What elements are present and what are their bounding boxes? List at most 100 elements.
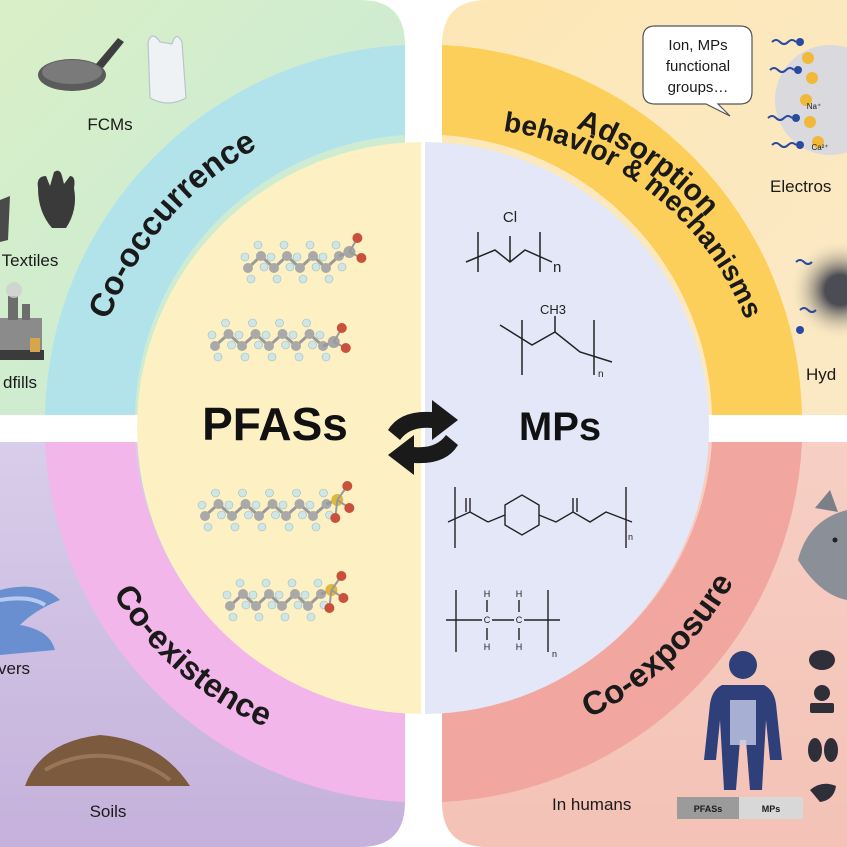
fluorine-atom <box>275 318 284 328</box>
carbon-atom <box>304 329 315 339</box>
fluorine-atom <box>261 578 271 588</box>
fluorine-atom <box>311 262 321 272</box>
carbon-atom <box>295 263 305 273</box>
electrostatic-particle-icon <box>767 38 847 155</box>
fluorine-atom <box>265 488 274 498</box>
carbon-atom <box>223 329 234 339</box>
human-body-icon <box>704 651 782 790</box>
pe-h-label: H <box>516 589 523 599</box>
fluorine-atom <box>331 240 341 250</box>
carbon-atom <box>254 511 264 521</box>
oxygen-atom <box>324 603 335 613</box>
fluorine-atom <box>315 330 325 340</box>
fluorine-atom <box>254 340 263 350</box>
fluorine-atom <box>313 578 323 588</box>
center-circle <box>137 142 709 714</box>
carbon-atom <box>243 263 253 273</box>
fish-icon <box>798 490 847 600</box>
fluorine-atom <box>305 240 315 250</box>
pet-n-label: n <box>628 532 633 542</box>
fluorine-atom <box>266 252 276 262</box>
fluorine-atom <box>259 262 269 272</box>
arc-rings <box>45 45 802 802</box>
lungs-icon <box>808 738 838 762</box>
pvc-n-label: n <box>553 259 561 276</box>
fluorine-atom <box>298 274 308 284</box>
fluorine-atom <box>300 590 310 600</box>
carbon-atom <box>282 251 292 261</box>
fluorine-atom <box>294 352 304 362</box>
rivers-label: vers <box>0 659 30 678</box>
river-icon <box>0 586 60 655</box>
adsorption-ring <box>442 45 802 415</box>
oxygen-atom <box>356 253 367 263</box>
fluorine-atom <box>284 522 294 532</box>
carbon-atom <box>281 511 291 521</box>
fluorine-atom <box>306 612 316 622</box>
carbon-atom <box>294 499 305 509</box>
carbon-atom <box>267 499 278 509</box>
carbon-atom <box>321 263 331 273</box>
carbon-atom <box>291 341 301 351</box>
fluorine-atom <box>280 612 290 622</box>
fluorine-atom <box>227 340 236 350</box>
carbon-atom <box>277 329 288 339</box>
landfills-label: dfills <box>3 373 37 392</box>
co-exposure-ring <box>442 442 802 802</box>
legend-pfas: PFASs <box>694 804 723 814</box>
fluorine-atom <box>235 578 245 588</box>
fluorine-atom <box>298 510 307 520</box>
electrostatic-label: Electros <box>770 177 831 196</box>
carbon-atom <box>269 263 279 273</box>
fluorine-atom <box>248 590 258 600</box>
gloves-icon <box>0 170 75 242</box>
hydrophobic-particle-icon <box>790 240 847 340</box>
pfas-molecule-3 <box>197 481 355 532</box>
pfas-half <box>137 142 423 714</box>
carbon-atom <box>290 589 300 599</box>
fluorine-atom <box>197 500 207 510</box>
fluorine-atom <box>279 240 289 250</box>
oxygen-atom <box>330 513 341 523</box>
soils-label: Soils <box>90 802 127 821</box>
fluorine-atom <box>278 500 288 510</box>
fluorine-atom <box>281 340 290 350</box>
liver-icon <box>810 783 836 802</box>
fluorine-atom <box>234 330 244 340</box>
oxygen-atom <box>338 593 349 603</box>
fluorine-atom <box>293 600 303 610</box>
pe-c-label: C <box>484 615 491 625</box>
oxygen-atom <box>336 571 347 581</box>
carbon-atom <box>200 511 210 521</box>
fluorine-atom <box>254 612 264 622</box>
fluorine-atom <box>217 510 226 520</box>
fluorine-atom <box>337 262 347 272</box>
fluorine-atom <box>253 240 263 250</box>
fluorine-atom <box>292 488 301 498</box>
carbon-atom <box>210 341 220 351</box>
mps-half <box>423 142 709 714</box>
pe-h-label: H <box>484 642 491 652</box>
pfas-molecule-4 <box>222 571 349 622</box>
skeleton-icon <box>810 685 834 713</box>
fluorine-atom <box>311 522 321 532</box>
fluorine-atom <box>274 590 284 600</box>
fluorine-atom <box>238 488 247 498</box>
fluorine-atom <box>222 590 232 600</box>
fluorine-atom <box>221 318 230 328</box>
pe-c-label: C <box>516 615 523 625</box>
carbon-atom <box>240 499 251 509</box>
carbon-atom <box>264 589 274 599</box>
fluorine-atom <box>230 522 240 532</box>
pe-h-label: H <box>484 589 491 599</box>
legend-bar <box>677 797 803 819</box>
fluorine-atom <box>224 500 234 510</box>
fluorine-atom <box>244 510 253 520</box>
carbon-atom <box>225 601 235 611</box>
speech-bubble <box>642 25 753 117</box>
oxygen-atom <box>352 233 363 243</box>
bubble-line-3: groups… <box>668 79 729 96</box>
fluorine-atom <box>305 500 315 510</box>
pvc-structure <box>465 232 553 272</box>
